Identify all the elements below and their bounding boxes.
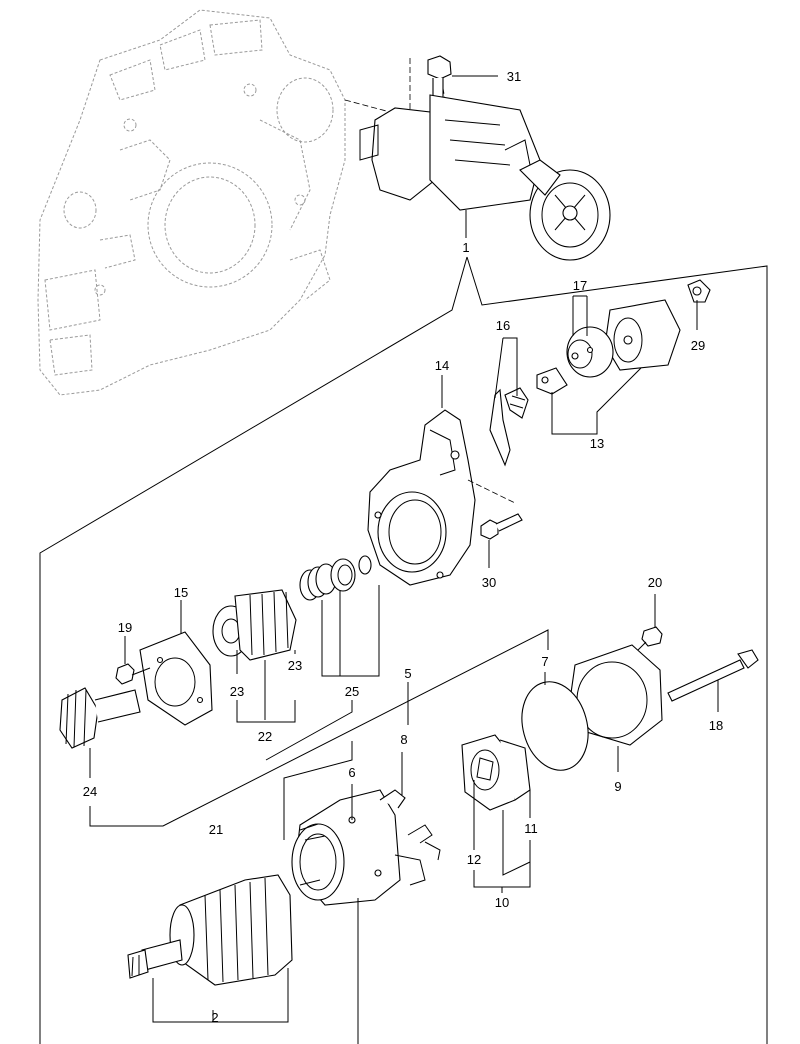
label-12: 12 xyxy=(467,852,481,867)
label-2: 2 xyxy=(211,1010,218,1025)
label-7: 7 xyxy=(541,654,548,669)
label-5: 5 xyxy=(404,666,411,681)
label-8: 8 xyxy=(400,732,407,747)
label-11: 11 xyxy=(524,821,538,836)
part-6-yoke xyxy=(291,789,441,906)
bracket-left xyxy=(39,256,468,1044)
leader-lines xyxy=(89,75,719,1044)
part-7-o-ring xyxy=(521,681,589,771)
label-24: 24 xyxy=(83,784,97,799)
part-14-drive-housing xyxy=(367,409,476,586)
bracket-right xyxy=(466,256,768,1044)
label-31: 31 xyxy=(507,69,521,84)
label-6: 6 xyxy=(348,765,355,780)
part-30-bolt xyxy=(480,513,523,540)
part-13-solenoid xyxy=(536,299,681,395)
label-20: 20 xyxy=(648,575,662,590)
part-19-bolt xyxy=(115,663,151,685)
label-21: 21 xyxy=(209,822,223,837)
label-29: 29 xyxy=(691,338,705,353)
part-31-bolt xyxy=(427,55,452,101)
part-15-plate xyxy=(139,631,213,726)
label-25: 25 xyxy=(345,684,359,699)
part-25-spring-collar xyxy=(299,555,372,601)
label-23-right: 23 xyxy=(288,658,302,673)
label-1: 1 xyxy=(462,240,469,255)
part-18-through-bolt xyxy=(667,649,759,702)
engine-housing-outline xyxy=(37,9,346,396)
label-16: 16 xyxy=(496,318,510,333)
part-2-armature xyxy=(127,874,293,986)
label-13: 13 xyxy=(590,436,604,451)
callout-labels: 31 1 17 29 16 13 14 30 20 15 19 23 23 25… xyxy=(83,69,723,1025)
part-20-bolt xyxy=(637,626,663,651)
part-16-lever xyxy=(489,387,529,467)
label-17: 17 xyxy=(573,278,587,293)
label-10: 10 xyxy=(495,895,509,910)
label-18: 18 xyxy=(709,718,723,733)
label-23-left: 23 xyxy=(230,684,244,699)
label-22: 22 xyxy=(258,729,272,744)
label-9: 9 xyxy=(614,779,621,794)
part-9-end-cover xyxy=(569,644,663,746)
label-14: 14 xyxy=(435,358,449,373)
part-10-brush-holder xyxy=(461,734,531,811)
label-15: 15 xyxy=(174,585,188,600)
part-29-terminal xyxy=(687,279,711,330)
part-22-overrunning-clutch xyxy=(212,589,297,661)
part-1-starter-assembly xyxy=(359,94,611,261)
part-24-pinion-gear xyxy=(59,687,141,749)
label-30: 30 xyxy=(482,575,496,590)
label-19: 19 xyxy=(118,620,132,635)
